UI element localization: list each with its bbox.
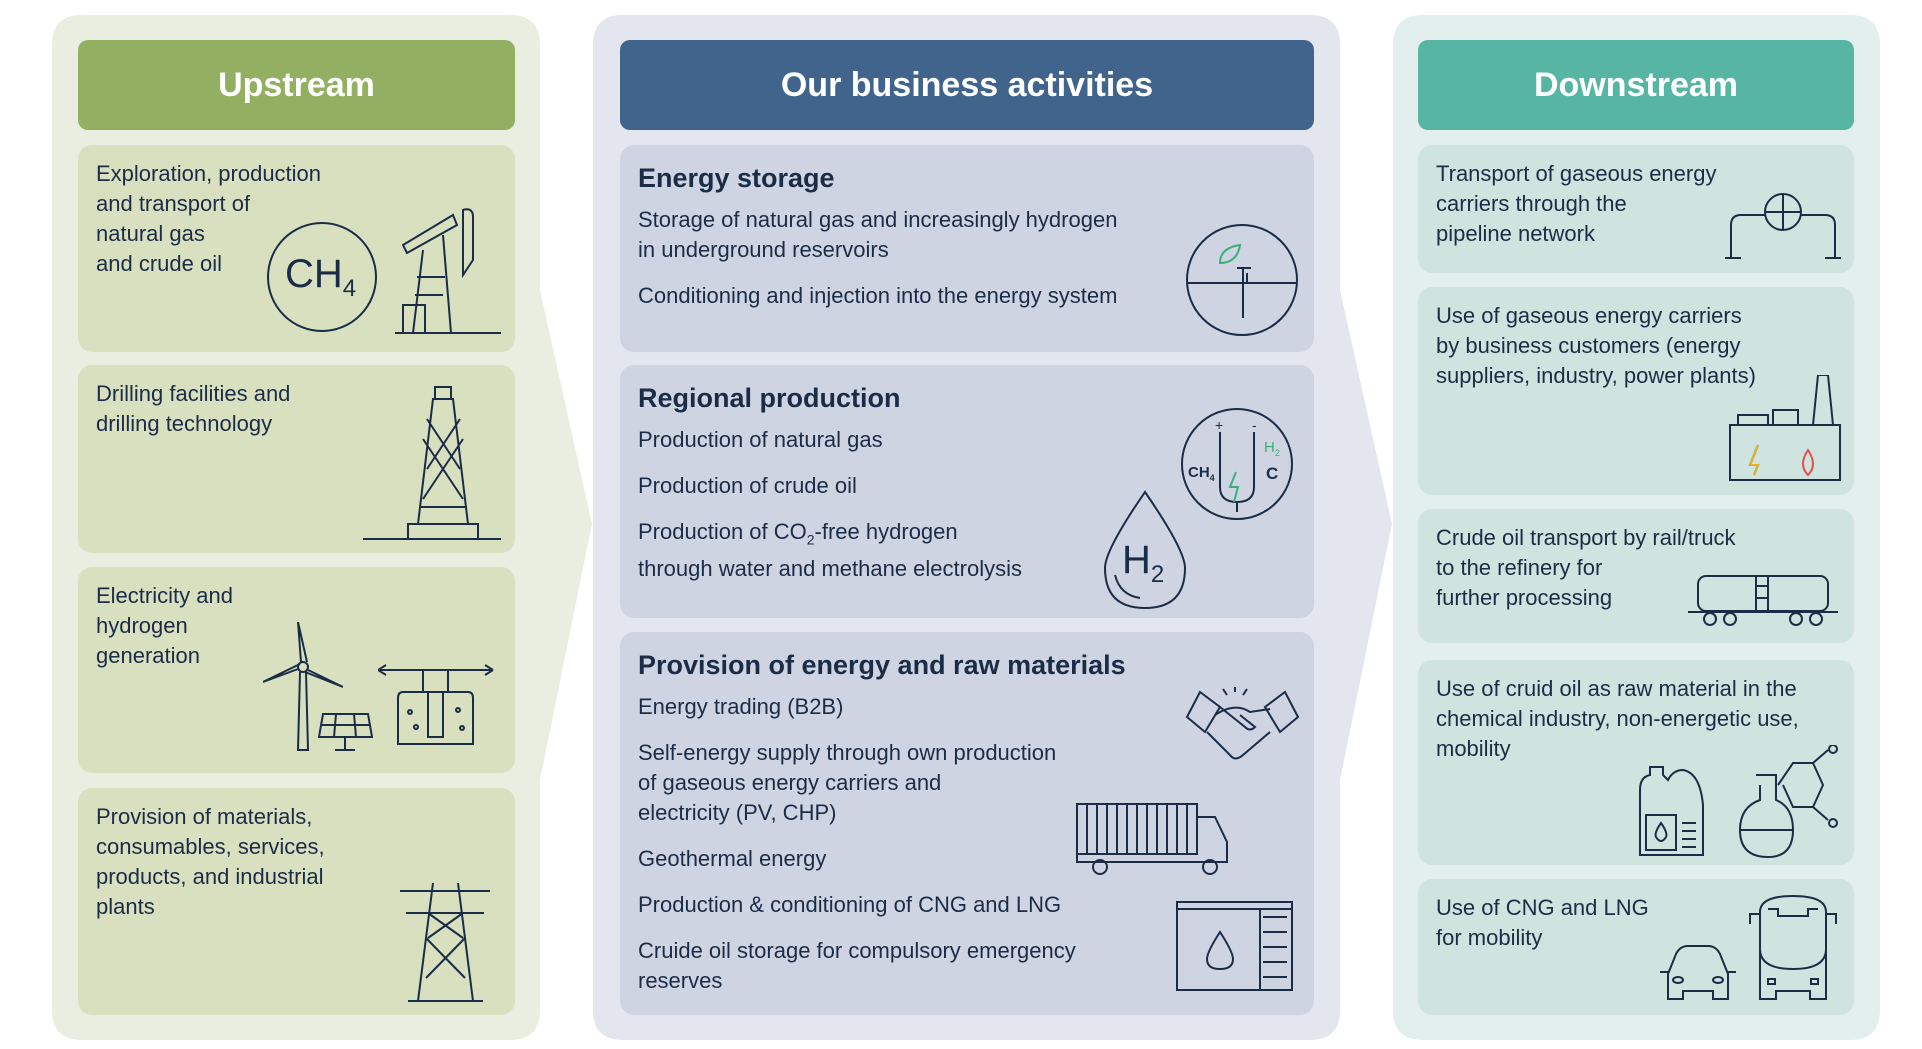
card-text: Exploration, production and transport of… [96,161,322,276]
ch4-label: CH [285,252,343,296]
factory-icon [1728,375,1843,483]
pumpjack-icon [393,205,503,335]
downstream-header: Downstream [1418,40,1854,130]
tank-truck-icon [1075,802,1230,877]
storage-tank-icon [1175,897,1295,992]
hydrogen-drop-icon: H2 [1100,490,1190,610]
downstream-card-mobility: Use of CNG and LNG for mobility [1418,879,1854,1015]
section-heading: Provision of energy and raw materials [638,650,1126,680]
upstream-card-materials: Provision of materials, consumables, ser… [78,788,515,1015]
upstream-header: Upstream [78,40,515,130]
car-icon [1658,944,1738,1004]
card-text: Electricity and hydrogen generation [96,583,233,668]
underground-storage-icon [1185,223,1300,338]
card-text: Use of gaseous energy carriers by busine… [1436,303,1756,388]
oil-canister-icon [1638,765,1708,860]
upstream-card-exploration: Exploration, production and transport of… [78,145,515,352]
downstream-card-pipeline: Transport of gaseous energy carriers thr… [1418,145,1854,273]
card-text: Transport of gaseous energy carriers thr… [1436,161,1717,246]
rail-tank-car-icon [1688,574,1838,629]
section-energy-storage: Energy storage Storage of natural gas an… [620,145,1314,352]
ch4-circle-icon: CH4 [265,220,380,335]
card-text: Use of cruid oil as raw material in the … [1436,676,1799,761]
solar-panel-icon [318,712,373,752]
handshake-icon [1185,687,1300,772]
section-regional-production: Regional production Production of natura… [620,365,1314,618]
section-item: Production of CO2-free hydrogen through … [638,519,1022,582]
card-text: Use of CNG and LNG for mobility [1436,895,1649,950]
section-provision-energy: Provision of energy and raw materials En… [620,632,1314,1015]
section-item: Geothermal energy [638,846,827,871]
section-item: Production & conditioning of CNG and LNG [638,892,1062,917]
section-item: Conditioning and injection into the ener… [638,283,1118,308]
downstream-card-business-customers: Use of gaseous energy carriers by busine… [1418,287,1854,495]
section-item: Production of natural gas [638,427,883,452]
chemistry-flask-icon [1738,745,1848,860]
section-item: Storage of natural gas and increasingly … [638,207,1118,262]
electrolyser-icon [378,662,498,752]
electrolysis-cell-icon: + - CH4 H2 C [1180,407,1295,522]
wind-turbine-icon [263,622,343,752]
section-heading: Regional production [638,383,901,413]
card-text: Provision of materials, consumables, ser… [96,804,325,919]
section-heading: Energy storage [638,163,835,193]
section-item: Production of crude oil [638,473,857,498]
card-text: Crude oil transport by rail/truck to the… [1436,525,1736,610]
power-pylon-icon [398,883,493,1003]
card-text: Drilling facilities and drilling technol… [96,381,291,436]
ch4-subscript: 4 [342,275,357,302]
section-item: Energy trading (B2B) [638,694,844,719]
business-header: Our business activities [620,40,1314,130]
downstream-card-chemical-industry: Use of cruid oil as raw material in the … [1418,660,1854,865]
drilling-rig-icon [363,379,503,544]
section-item: Cruide oil storage for compulsory emerge… [638,938,1076,993]
downstream-card-rail-transport: Crude oil transport by rail/truck to the… [1418,509,1854,643]
section-item: Self-energy supply through own productio… [638,740,1057,825]
bus-icon [1748,894,1838,1004]
pipeline-valve-icon [1723,190,1843,260]
upstream-card-drilling: Drilling facilities and drilling technol… [78,365,515,553]
upstream-card-electricity: Electricity and hydrogen generation [78,567,515,773]
